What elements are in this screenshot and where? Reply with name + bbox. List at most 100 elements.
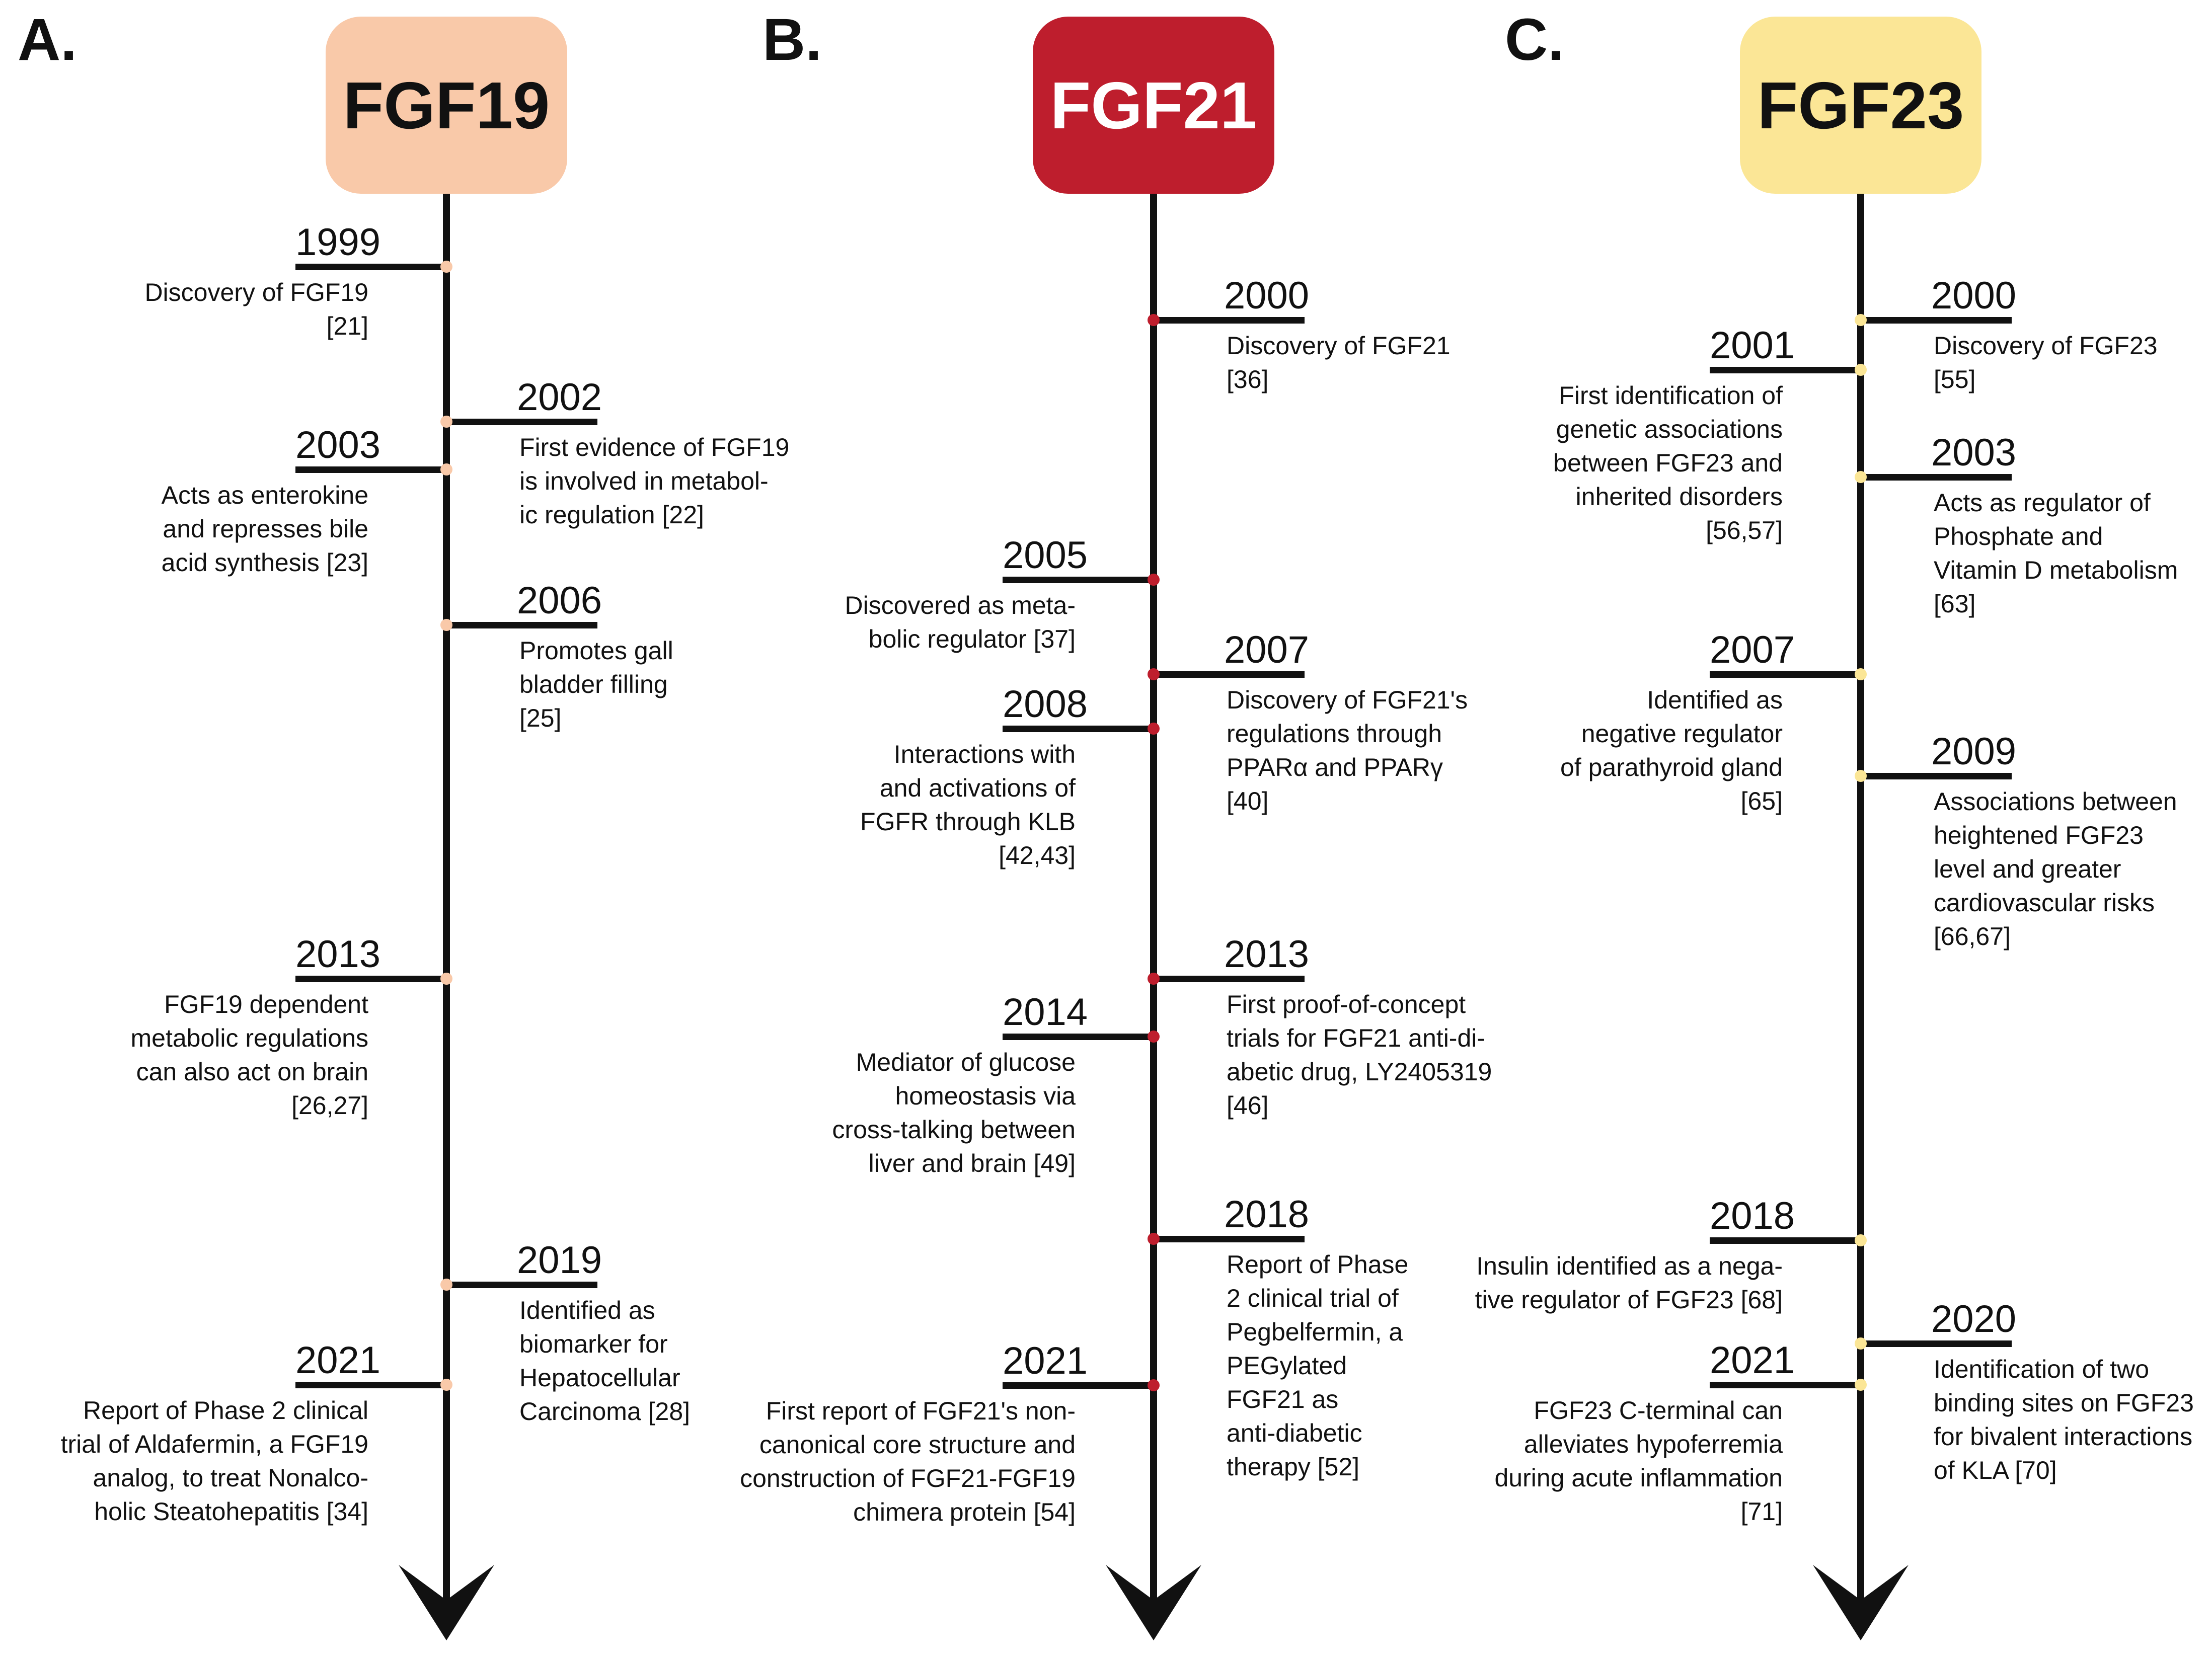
- timeline-tick: [1154, 671, 1305, 678]
- timeline-dot: [1855, 314, 1867, 326]
- timeline-tick: [1003, 1034, 1154, 1040]
- timeline-tick: [1861, 773, 2012, 779]
- gene-header-box: FGF19: [326, 17, 567, 194]
- event-year: 2021: [1003, 1339, 1088, 1382]
- timeline-tick: [1861, 317, 2012, 324]
- event-description: First evidence of FGF19 is involved in m…: [519, 433, 790, 529]
- timeline-axis: [1150, 194, 1157, 1600]
- timeline-tick: [446, 1282, 597, 1288]
- event-year: 2018: [1710, 1195, 1795, 1237]
- timeline-dot: [1148, 1379, 1160, 1391]
- event-year: 2009: [1931, 730, 2017, 773]
- event-year: 2003: [295, 424, 381, 466]
- event-year: 2006: [517, 579, 602, 622]
- timeline-tick: [446, 622, 597, 628]
- event-year: 2001: [1710, 324, 1795, 367]
- event-year: 2019: [517, 1239, 602, 1282]
- timeline-dot: [1148, 668, 1160, 680]
- event-description: Identified as negative regulator of para…: [1560, 686, 1783, 815]
- timeline-dot: [440, 416, 452, 428]
- event-year: 2003: [1931, 431, 2017, 474]
- timeline-dot: [440, 1279, 452, 1291]
- timeline-dot: [1148, 973, 1160, 985]
- timeline-dot: [1855, 471, 1867, 483]
- timeline-dot: [1148, 314, 1160, 326]
- timeline-dot: [1148, 1233, 1160, 1245]
- event-year: 2000: [1224, 274, 1310, 317]
- timeline-tick: [1861, 1340, 2012, 1347]
- timeline-dot: [1148, 723, 1160, 735]
- timeline-tick: [1710, 367, 1861, 373]
- event-year: 2014: [1003, 991, 1088, 1034]
- event-description: Identification of two binding sites on F…: [1934, 1355, 2194, 1484]
- event-year: 2002: [517, 376, 602, 419]
- event-year: 2005: [1003, 534, 1088, 577]
- timeline-tick: [295, 1382, 446, 1388]
- arrow-down-icon: [1106, 1565, 1201, 1640]
- timeline-axis: [443, 194, 450, 1600]
- event-description: FGF19 dependent metabolic regulations ca…: [130, 990, 369, 1120]
- event-description: First identification of genetic associat…: [1553, 381, 1783, 544]
- timeline-dot: [1855, 668, 1867, 680]
- event-description: Promotes gall bladder filling [25]: [519, 637, 673, 732]
- timeline-dot: [1148, 1031, 1160, 1043]
- panel-letter: C.: [1505, 7, 1564, 73]
- event-description: Associations between heightened FGF23 le…: [1934, 787, 2177, 951]
- gene-header-box: FGF23: [1740, 17, 1981, 194]
- timeline-dot: [440, 1379, 452, 1391]
- event-description: Identified as biomarker for Hepatocellul…: [519, 1296, 691, 1426]
- timeline-axis: [1857, 194, 1864, 1600]
- timeline-tick: [295, 466, 446, 473]
- timeline-tick: [1154, 317, 1305, 324]
- timeline-tick: [1154, 1236, 1305, 1242]
- event-description: FGF23 C-terminal can alleviates hypoferr…: [1494, 1396, 1783, 1526]
- timeline-tick: [295, 264, 446, 270]
- panel-letter: B.: [762, 7, 822, 73]
- timeline-dot: [1855, 364, 1867, 376]
- event-year: 2021: [1710, 1339, 1795, 1382]
- timeline-dot: [440, 261, 452, 273]
- event-description: First report of FGF21's non- canonical c…: [740, 1397, 1076, 1526]
- event-year: 2008: [1003, 683, 1088, 726]
- arrow-head: [1106, 1565, 1201, 1640]
- event-year: 2021: [295, 1339, 381, 1382]
- event-description: Discovery of FGF21 [36]: [1227, 332, 1451, 393]
- event-description: Acts as regulator of Phosphate and Vitam…: [1934, 489, 2178, 618]
- event-year: 2018: [1224, 1193, 1310, 1236]
- event-year: 2013: [1224, 933, 1310, 976]
- event-description: Report of Phase 2 clinical trial of Alda…: [60, 1396, 368, 1526]
- timeline-tick: [295, 976, 446, 982]
- event-year: 2007: [1224, 628, 1310, 671]
- timeline-tick: [1710, 1237, 1861, 1244]
- timeline-dot: [1148, 574, 1160, 586]
- gene-header-box: FGF21: [1033, 17, 1274, 194]
- timeline-tick: [1710, 671, 1861, 678]
- timeline-dot: [440, 463, 452, 476]
- timeline-dot: [1855, 770, 1867, 782]
- timeline-tick: [1003, 1382, 1154, 1389]
- event-year: 1999: [295, 221, 381, 264]
- event-description: Acts as enterokine and represses bile ac…: [161, 481, 368, 577]
- arrow-down-icon: [399, 1565, 494, 1640]
- event-description: Interactions with and activations of FGF…: [860, 740, 1076, 870]
- timeline-tick: [1861, 474, 2012, 481]
- event-year: 2013: [295, 933, 381, 976]
- timeline-tick: [1710, 1382, 1861, 1388]
- timeline-dot: [1855, 1379, 1867, 1391]
- event-description: Discovery of FGF21's regulations through…: [1227, 686, 1468, 815]
- event-description: Insulin identified as a nega- tive regul…: [1475, 1252, 1783, 1314]
- timeline-tick: [1154, 976, 1305, 982]
- event-description: Mediator of glucose homeostasis via cros…: [832, 1048, 1076, 1177]
- event-description: First proof-of-concept trials for FGF21 …: [1227, 990, 1492, 1120]
- panel-letter: A.: [18, 7, 77, 73]
- timeline-tick: [1003, 726, 1154, 732]
- event-description: Discovered as meta- bolic regulator [37]: [845, 591, 1076, 653]
- event-description: Discovery of FGF23 [55]: [1934, 332, 2158, 393]
- timeline-dot: [440, 619, 452, 631]
- timeline-dot: [1855, 1337, 1867, 1350]
- arrow-head: [1813, 1565, 1909, 1640]
- event-description: Discovery of FGF19 [21]: [144, 278, 368, 340]
- timeline-dot: [1855, 1234, 1867, 1246]
- arrow-head: [399, 1565, 494, 1640]
- timeline-tick: [446, 419, 597, 425]
